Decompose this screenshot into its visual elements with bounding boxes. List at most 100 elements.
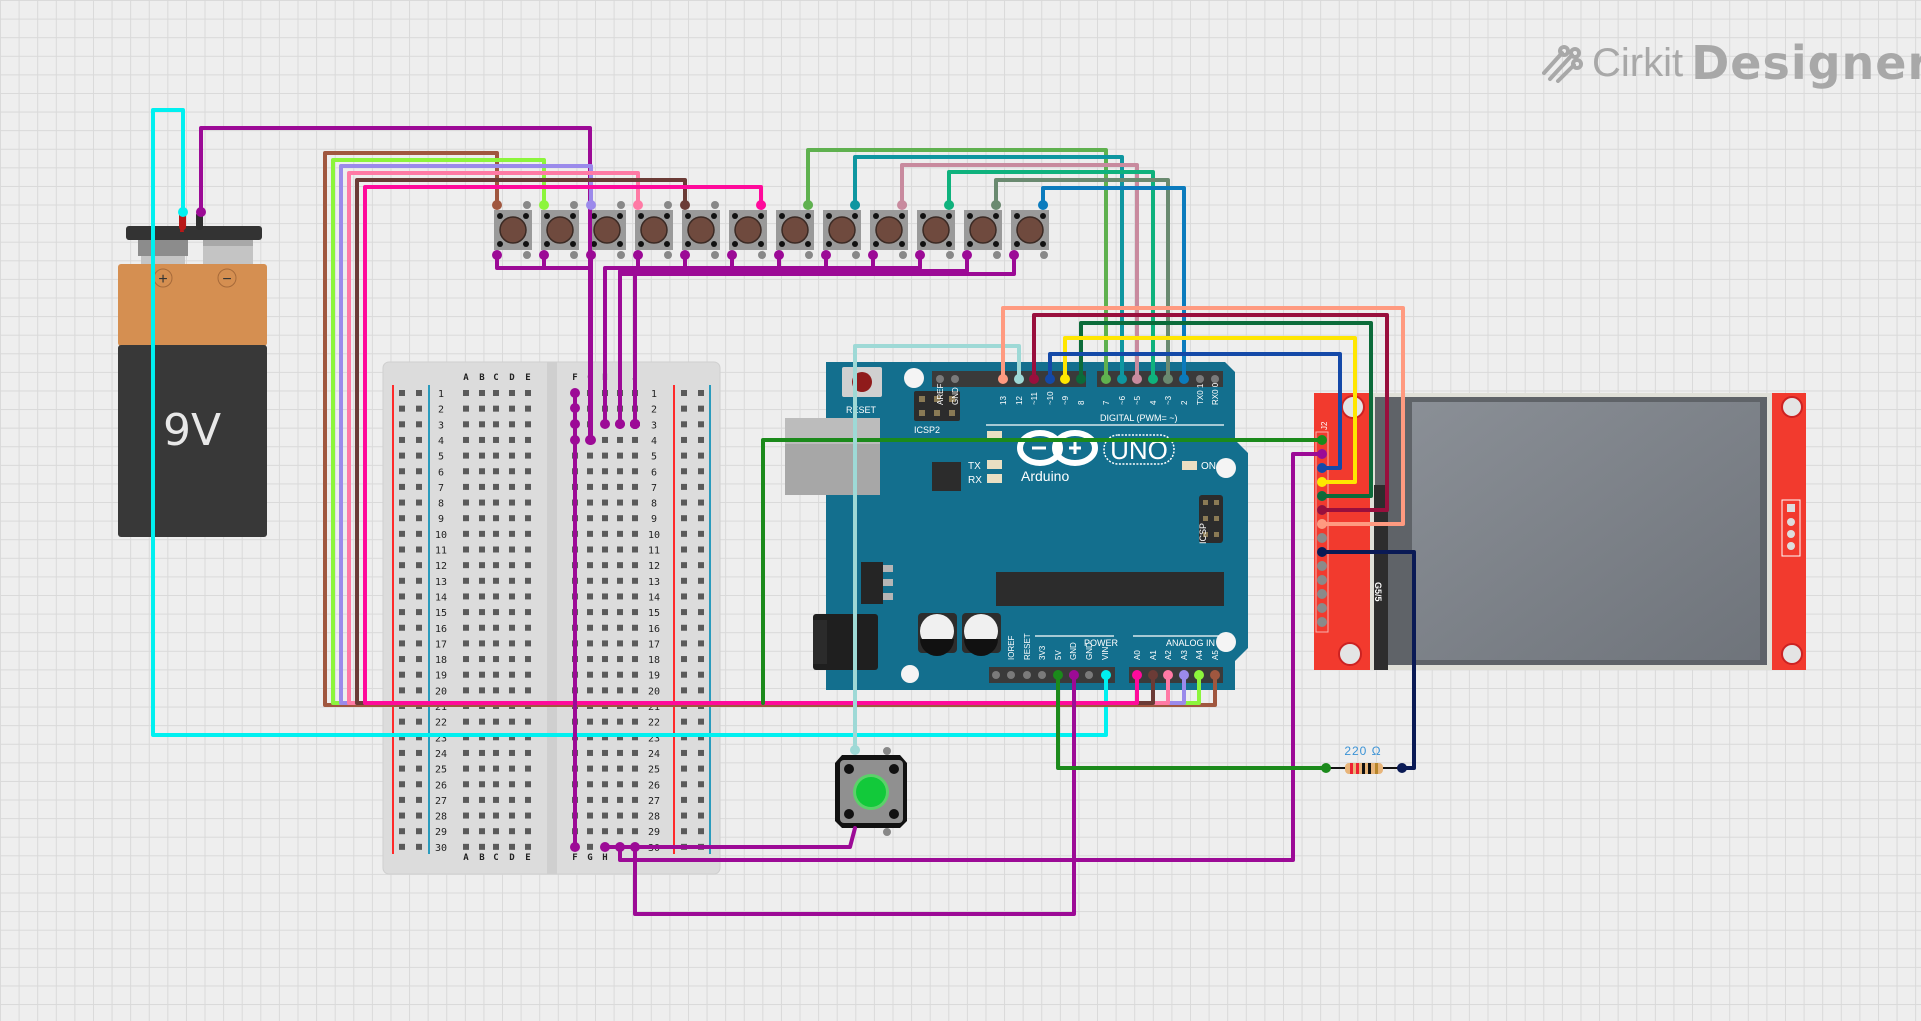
breadboard-hole[interactable] xyxy=(681,562,687,569)
breadboard-hole[interactable] xyxy=(463,390,469,396)
breadboard-hole[interactable] xyxy=(632,452,638,459)
tactile-pushbutton[interactable] xyxy=(682,201,720,259)
wire-endpoint[interactable] xyxy=(850,200,860,210)
breadboard-hole[interactable] xyxy=(698,749,704,756)
wire-endpoint[interactable] xyxy=(1148,670,1158,680)
wire-endpoint[interactable] xyxy=(1053,670,1063,680)
wire-endpoint[interactable] xyxy=(1038,200,1048,210)
breadboard-hole[interactable] xyxy=(416,499,422,506)
wire-endpoint[interactable] xyxy=(630,842,640,852)
breadboard-hole[interactable] xyxy=(463,781,469,788)
breadboard-hole[interactable] xyxy=(399,483,405,490)
breadboard-hole[interactable] xyxy=(399,593,405,600)
breadboard-hole[interactable] xyxy=(681,671,687,678)
breadboard-hole[interactable] xyxy=(416,749,422,756)
breadboard-hole[interactable] xyxy=(525,405,531,412)
breadboard-hole[interactable] xyxy=(399,812,405,819)
wire-endpoint[interactable] xyxy=(756,200,766,210)
breadboard-hole[interactable] xyxy=(698,530,704,537)
breadboard-hole[interactable] xyxy=(602,546,608,553)
breadboard-hole[interactable] xyxy=(509,421,515,428)
breadboard-hole[interactable] xyxy=(399,828,405,835)
breadboard-hole[interactable] xyxy=(399,687,405,694)
breadboard-hole[interactable] xyxy=(681,593,687,600)
breadboard-hole[interactable] xyxy=(681,796,687,803)
breadboard-hole[interactable] xyxy=(493,765,499,772)
breadboard-hole[interactable] xyxy=(602,828,608,835)
power-pin[interactable] xyxy=(1023,671,1031,679)
breadboard-hole[interactable] xyxy=(525,546,531,553)
breadboard-hole[interactable] xyxy=(399,749,405,756)
breadboard-hole[interactable] xyxy=(493,577,499,584)
breadboard-hole[interactable] xyxy=(525,734,531,741)
button-pin[interactable] xyxy=(617,201,625,209)
breadboard-hole[interactable] xyxy=(681,765,687,772)
breadboard-hole[interactable] xyxy=(416,436,422,443)
wire-endpoint[interactable] xyxy=(1210,670,1220,680)
breadboard-hole[interactable] xyxy=(399,671,405,678)
wire-d13-sck[interactable] xyxy=(1001,306,1405,526)
wire-endpoint[interactable] xyxy=(1101,374,1111,384)
wire-endpoint[interactable] xyxy=(1317,449,1327,459)
breadboard-hole[interactable] xyxy=(525,812,531,819)
wire-endpoint[interactable] xyxy=(1179,374,1189,384)
breadboard-hole[interactable] xyxy=(416,718,422,725)
breadboard-hole[interactable] xyxy=(463,624,469,631)
breadboard-hole[interactable] xyxy=(509,436,515,443)
breadboard-hole[interactable] xyxy=(509,656,515,663)
wire-d8-dc[interactable] xyxy=(1079,321,1373,498)
breadboard-hole[interactable] xyxy=(463,483,469,490)
breadboard-hole[interactable] xyxy=(493,483,499,490)
breadboard-hole[interactable] xyxy=(587,671,593,678)
wire-endpoint[interactable] xyxy=(962,250,972,260)
breadboard-hole[interactable] xyxy=(587,452,593,459)
breadboard-hole[interactable] xyxy=(416,546,422,553)
wire-endpoint[interactable] xyxy=(615,842,625,852)
breadboard-hole[interactable] xyxy=(479,390,485,396)
button-pin[interactable] xyxy=(805,251,813,259)
breadboard-hole[interactable] xyxy=(463,468,469,475)
breadboard-hole[interactable] xyxy=(479,468,485,475)
breadboard-hole[interactable] xyxy=(698,718,704,725)
breadboard-hole[interactable] xyxy=(602,687,608,694)
breadboard-hole[interactable] xyxy=(587,483,593,490)
wire-button-gnd[interactable] xyxy=(633,253,1016,426)
breadboard-hole[interactable] xyxy=(399,609,405,616)
breadboard-hole[interactable] xyxy=(587,624,593,631)
breadboard-hole[interactable] xyxy=(602,812,608,819)
breadboard-hole[interactable] xyxy=(479,483,485,490)
breadboard-hole[interactable] xyxy=(479,515,485,522)
wire-endpoint[interactable] xyxy=(1101,670,1111,680)
breadboard-hole[interactable] xyxy=(463,749,469,756)
breadboard-hole[interactable] xyxy=(587,796,593,803)
button-pin[interactable] xyxy=(1040,251,1048,259)
wire-endpoint[interactable] xyxy=(633,200,643,210)
breadboard-hole[interactable] xyxy=(493,390,499,396)
breadboard-hole[interactable] xyxy=(587,593,593,600)
wire-endpoint[interactable] xyxy=(570,419,580,429)
breadboard-hole[interactable] xyxy=(399,468,405,475)
breadboard-hole[interactable] xyxy=(463,405,469,412)
breadboard-hole[interactable] xyxy=(509,499,515,506)
breadboard-hole[interactable] xyxy=(399,656,405,663)
resistor-220[interactable]: 220 Ω xyxy=(1326,744,1402,774)
breadboard-hole[interactable] xyxy=(416,734,422,741)
breadboard-hole[interactable] xyxy=(525,452,531,459)
tft-pin[interactable] xyxy=(1317,603,1327,613)
breadboard-hole[interactable] xyxy=(479,577,485,584)
breadboard-hole[interactable] xyxy=(479,624,485,631)
breadboard-hole[interactable] xyxy=(617,640,623,647)
wire-endpoint[interactable] xyxy=(821,250,831,260)
breadboard-hole[interactable] xyxy=(587,781,593,788)
breadboard-hole[interactable] xyxy=(509,734,515,741)
breadboard-hole[interactable] xyxy=(525,421,531,428)
breadboard-hole[interactable] xyxy=(525,436,531,443)
breadboard-hole[interactable] xyxy=(509,671,515,678)
breadboard-hole[interactable] xyxy=(416,765,422,772)
breadboard-hole[interactable] xyxy=(509,530,515,537)
breadboard-hole[interactable] xyxy=(525,781,531,788)
breadboard-hole[interactable] xyxy=(587,828,593,835)
breadboard-hole[interactable] xyxy=(698,828,704,835)
breadboard-hole[interactable] xyxy=(493,640,499,647)
wire-endpoint[interactable] xyxy=(1194,670,1204,680)
